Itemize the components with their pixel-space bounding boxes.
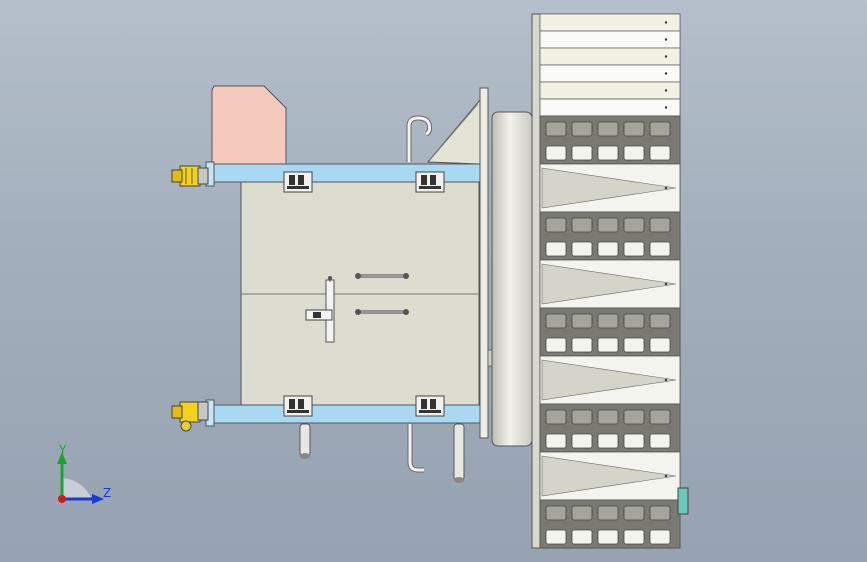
louver-opening (597, 409, 619, 425)
y-axis-label: Y (58, 443, 67, 457)
louver-opening (623, 145, 645, 161)
louver-opening (623, 505, 645, 521)
pink-hood[interactable] (211, 85, 287, 165)
z-axis-label: Z (103, 486, 111, 500)
louver-opening (597, 241, 619, 257)
louver-opening (597, 145, 619, 161)
clamp-latch-bottom-left[interactable] (283, 395, 313, 417)
louver-opening (545, 241, 567, 257)
louver-slat (539, 47, 681, 66)
louver-opening (545, 217, 567, 233)
louver-opening (623, 217, 645, 233)
louver-opening (545, 337, 567, 353)
louver-opening (649, 217, 671, 233)
louver-opening (623, 313, 645, 329)
louver-opening (649, 505, 671, 521)
louver-opening (545, 505, 567, 521)
louver-opening (597, 121, 619, 137)
left-flange (205, 161, 215, 427)
door-handle[interactable] (305, 276, 335, 343)
louver-opening (649, 241, 671, 257)
louver-opening (571, 145, 593, 161)
clamp-latch-top-left[interactable] (283, 171, 313, 193)
louver-opening (649, 337, 671, 353)
louver-opening (649, 145, 671, 161)
louver-opening (571, 121, 593, 137)
louver-opening (597, 313, 619, 329)
grab-bar-lower[interactable] (355, 309, 409, 315)
clamp-latch-bottom-right[interactable] (415, 395, 445, 417)
yellow-fitting-bottom[interactable] (171, 401, 209, 432)
grab-bar-upper[interactable] (355, 273, 409, 279)
motor-housing[interactable] (491, 111, 533, 447)
louver-opening (571, 313, 593, 329)
louver-slat (539, 30, 681, 49)
louver-slat (539, 98, 681, 117)
louver-opening (545, 433, 567, 449)
louver-slat (539, 64, 681, 83)
louver-opening (571, 433, 593, 449)
clamp-latch-top-right[interactable] (415, 171, 445, 193)
teal-end-cap[interactable] (677, 487, 689, 515)
louver-opening (571, 505, 593, 521)
louver-opening (623, 529, 645, 545)
louver-opening (571, 241, 593, 257)
y-axis-arrowhead (57, 452, 67, 464)
louver-slat (539, 81, 681, 100)
louver-opening (623, 121, 645, 137)
louver-opening (649, 313, 671, 329)
z-axis-arrowhead (92, 494, 104, 504)
louver-opening (545, 145, 567, 161)
support-bracket (426, 98, 481, 165)
louver-slat (539, 13, 681, 32)
louver-opening (571, 217, 593, 233)
louver-opening (597, 505, 619, 521)
drain-leg-left[interactable] (299, 423, 311, 459)
bent-pipe[interactable] (407, 424, 424, 473)
louver-opening (649, 121, 671, 137)
louver-opening (623, 337, 645, 353)
louver-opening (597, 433, 619, 449)
cabinet-body[interactable] (240, 179, 480, 407)
louver-opening (649, 433, 671, 449)
louver-opening (597, 217, 619, 233)
louver-opening (597, 529, 619, 545)
louver-opening (623, 241, 645, 257)
louver-opening (545, 529, 567, 545)
louver-opening (649, 409, 671, 425)
louver-opening (571, 337, 593, 353)
louver-opening (545, 313, 567, 329)
louver-opening (623, 409, 645, 425)
louver-opening (649, 529, 671, 545)
louver-opening (571, 409, 593, 425)
louver-opening (545, 409, 567, 425)
lifting-hook[interactable] (406, 115, 433, 162)
x-axis-dot (58, 495, 66, 503)
drain-leg-right[interactable] (453, 423, 465, 483)
louver-opening (545, 121, 567, 137)
coordinate-triad: Y Z (57, 443, 111, 504)
louver-opening (597, 337, 619, 353)
louver-drum[interactable] (531, 13, 681, 549)
yellow-fitting-top[interactable] (171, 165, 209, 187)
louver-opening (571, 529, 593, 545)
louver-opening (623, 433, 645, 449)
